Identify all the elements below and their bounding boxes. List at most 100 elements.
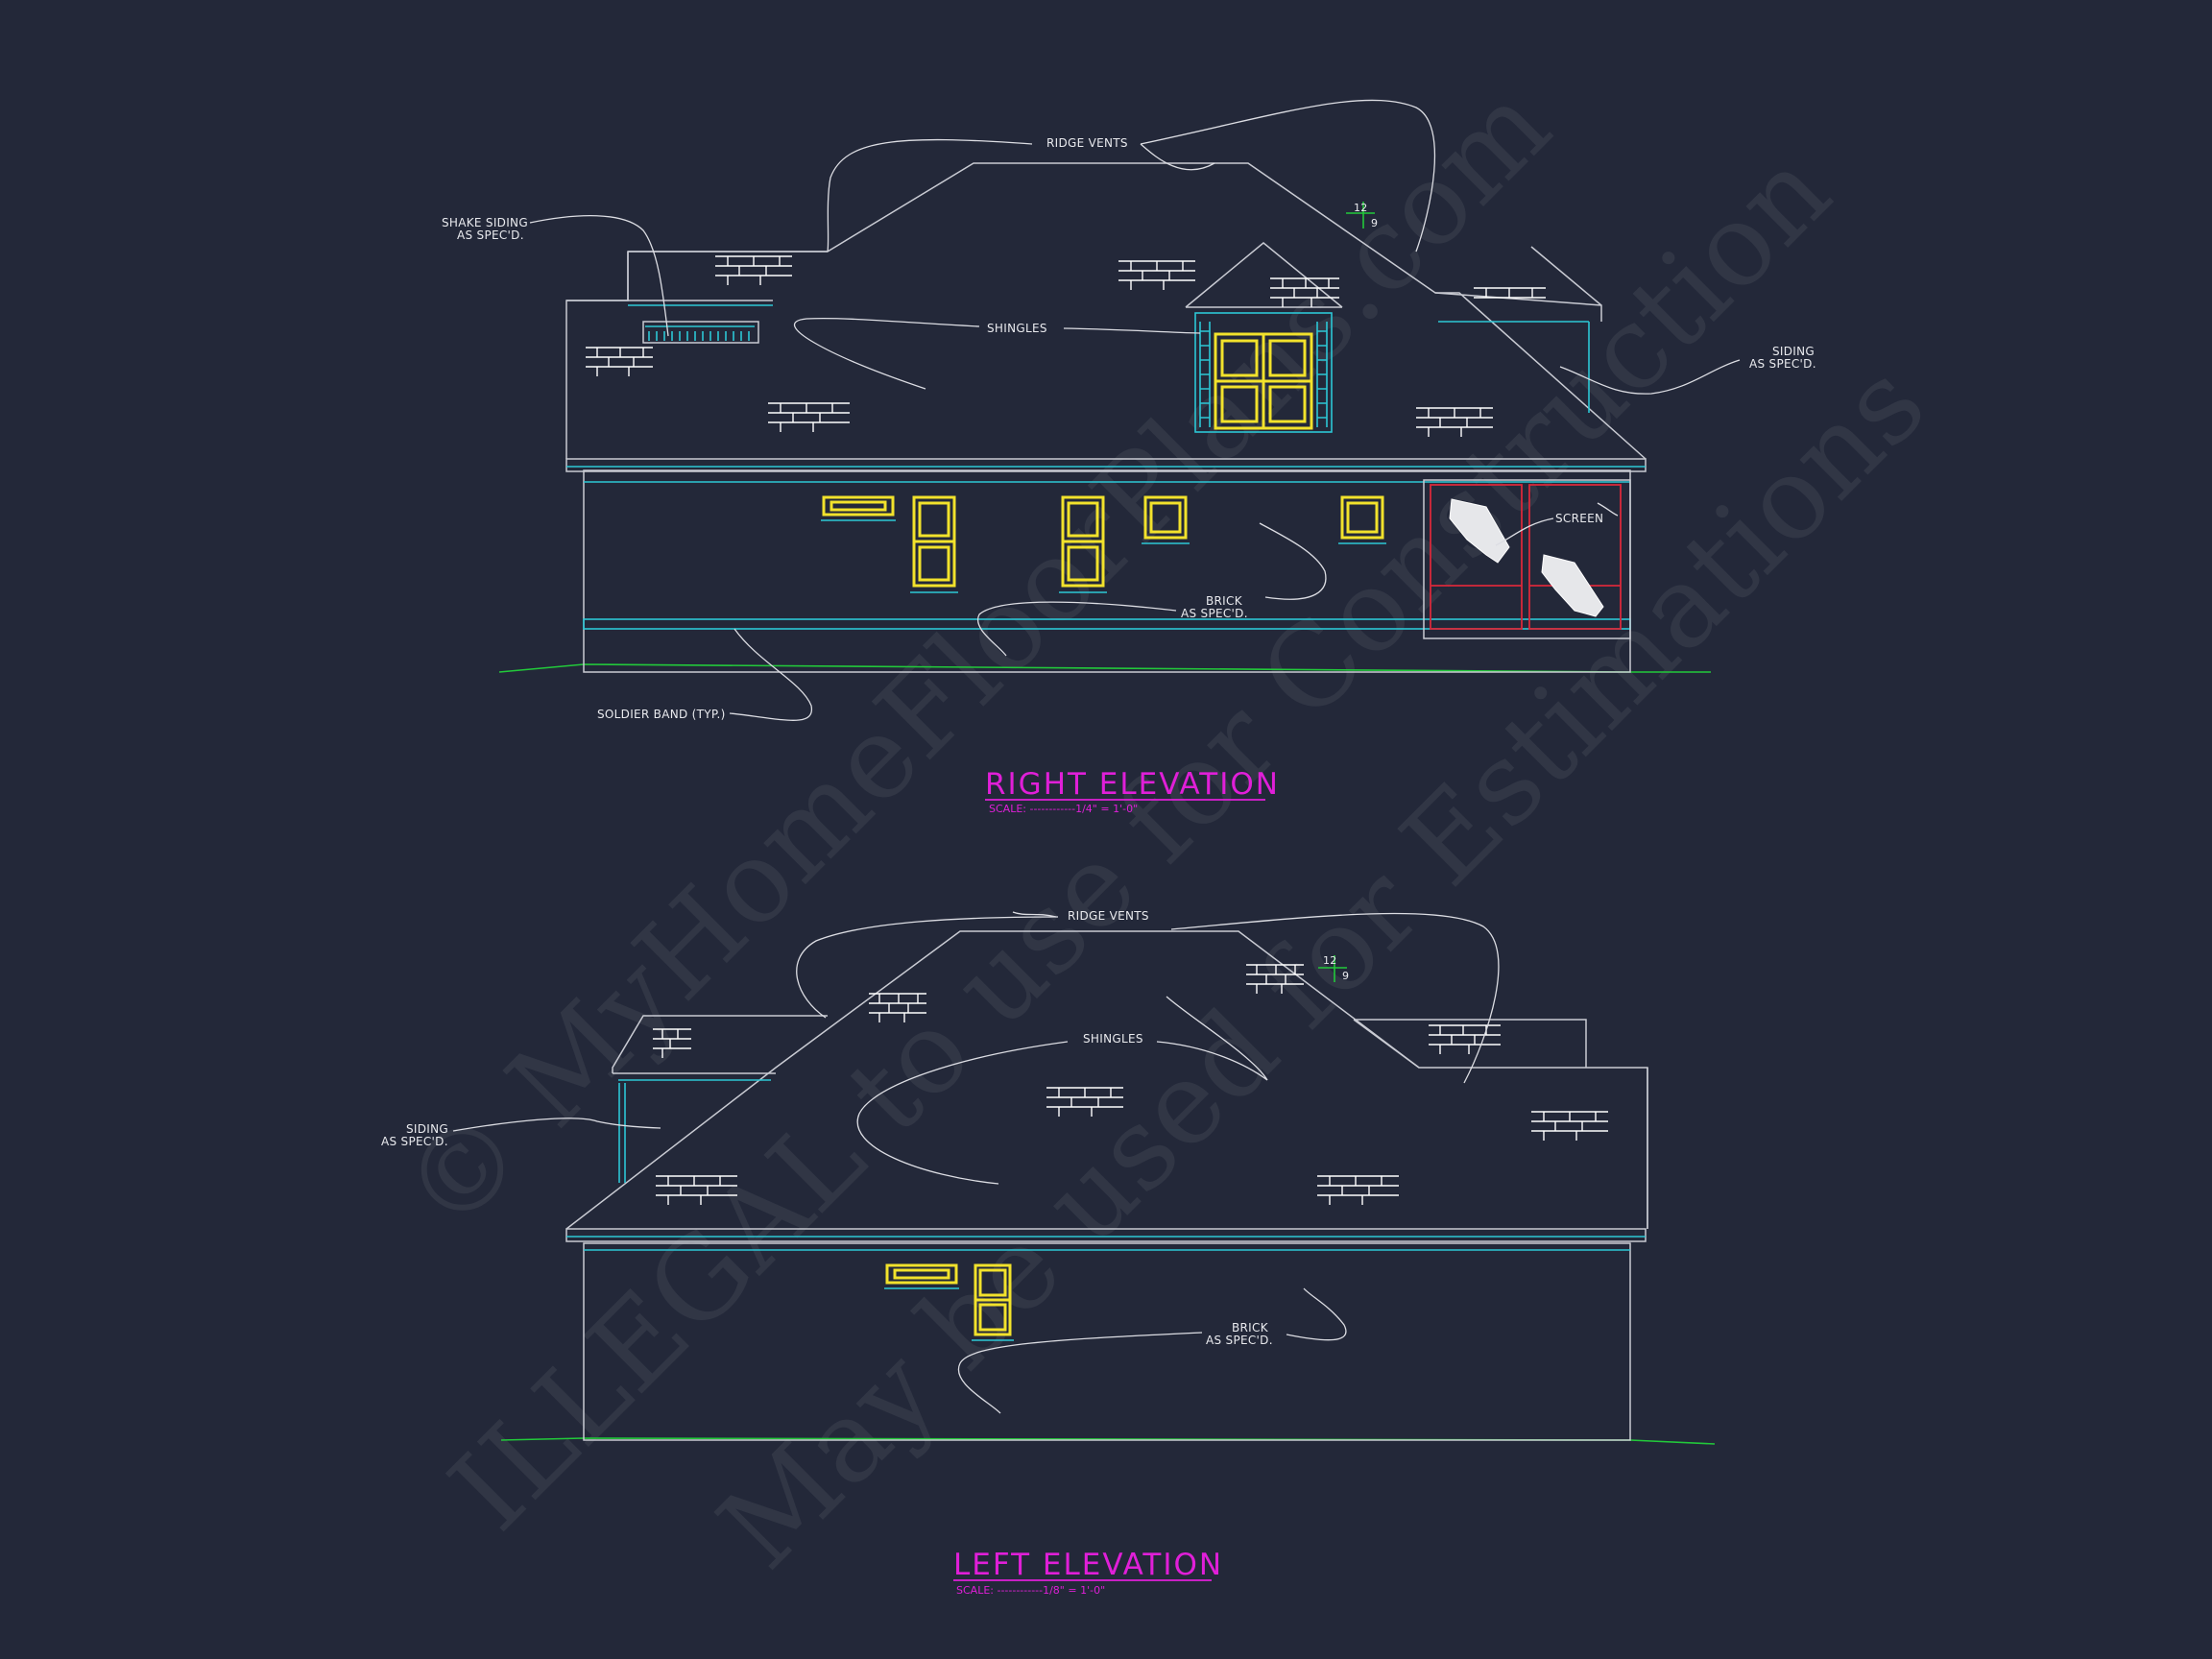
screen-break-symbol: [1449, 498, 1510, 564]
note-ridge-vents: RIDGE VENTS: [1046, 136, 1128, 150]
window-pane: [918, 545, 950, 582]
lower-wall: [583, 1242, 1631, 1441]
window-pane: [978, 1303, 1007, 1332]
leader-brick-left: [976, 601, 1177, 657]
note-shake-siding-2: AS SPEC'D.: [457, 228, 524, 242]
shake-siding-hatch: [645, 325, 755, 341]
grade-line: [498, 663, 1711, 673]
note-ridge-vents: RIDGE VENTS: [1068, 909, 1149, 923]
right-elevation-scale: SCALE: ------------1/4" = 1'-0": [989, 803, 1138, 815]
leader-shingles-right: [1063, 327, 1201, 334]
note-brick-1: BRICK: [1206, 594, 1243, 608]
leader-shingles-left: [856, 1041, 1069, 1185]
transom-window-pane: [893, 1268, 950, 1280]
transom-window: [885, 1263, 958, 1285]
dormer-window-mullions: [1215, 334, 1311, 428]
note-siding-1: SIDING: [406, 1122, 448, 1136]
pitch-run: 9: [1371, 217, 1378, 229]
leader-brick-left: [957, 1332, 1203, 1414]
brick-hatch-symbols: [586, 255, 1546, 437]
watermark-line-2: ILLEGAL to use for Construction: [424, 125, 1855, 1555]
note-shake-siding-1: SHAKE SIDING: [442, 216, 528, 229]
leader-ridge-vents-right: [1170, 912, 1500, 1084]
left-lower-roof: [612, 1015, 828, 1073]
leader-soldier-band: [729, 628, 812, 721]
pitch-rise: 12: [1354, 202, 1368, 214]
note-brick-2: AS SPEC'D.: [1206, 1334, 1273, 1347]
left-elevation-drawing: 12 9 RIDGE VENTS S: [381, 909, 1716, 1597]
leader-screen-right: [1597, 502, 1619, 517]
right-elevation-drawing: 12 9: [442, 99, 1816, 815]
brick-symbol: [1118, 260, 1195, 290]
brick-symbol: [656, 1175, 737, 1205]
note-screen: SCREEN: [1555, 512, 1603, 525]
brick-symbol: [1270, 277, 1339, 307]
leader-ridge-vents-center: [1140, 143, 1215, 171]
leader-brick-right: [1286, 1287, 1347, 1341]
dormer-window-pane: [1268, 339, 1307, 377]
square-window: [1340, 495, 1384, 540]
leader-ridge-vents-left: [827, 138, 1033, 252]
brick-hatch-symbols: [653, 964, 1608, 1205]
leader-brick-right: [1259, 522, 1327, 600]
brick-symbol: [715, 255, 792, 285]
note-brick-2: AS SPEC'D.: [1181, 607, 1248, 620]
right-elevation-title: RIGHT ELEVATION: [985, 767, 1280, 802]
right-hip: [1353, 1019, 1420, 1069]
window-pane: [1067, 545, 1099, 582]
pitch-symbol: [1318, 955, 1347, 982]
right-roof-edge: [1434, 292, 1602, 306]
leader-ridge-vents-right: [1140, 99, 1436, 252]
main-eave: [565, 1228, 1647, 1242]
dormer-window-pane: [1268, 385, 1307, 423]
brick-symbol: [1531, 1111, 1608, 1141]
right-upper-roof: [1354, 1019, 1587, 1068]
pitch-run: 9: [1342, 970, 1349, 982]
leader-shingles-left: [793, 317, 980, 390]
window-pane: [1346, 501, 1379, 534]
note-siding-1: SIDING: [1772, 345, 1815, 358]
pitch-rise: 12: [1323, 954, 1337, 967]
brick-symbol: [869, 993, 926, 1022]
watermark-line-3: May be used for Estimations: [693, 337, 1950, 1594]
leader-ridge-vents-center: [1012, 911, 1057, 918]
brick-symbol: [653, 1028, 691, 1058]
brick-symbol: [1046, 1087, 1123, 1117]
screen-panel: [1528, 484, 1622, 630]
square-window: [1143, 495, 1188, 540]
leader-ridge-vents-left: [796, 916, 1059, 1019]
note-soldier-band: SOLDIER BAND (TYP.): [597, 708, 726, 721]
window-pane: [978, 1268, 1007, 1297]
screen-panel: [1430, 484, 1523, 630]
transom-window: [822, 495, 895, 517]
transom-window-pane: [830, 500, 887, 512]
window-pane: [918, 501, 950, 538]
brick-symbol: [1474, 287, 1546, 299]
screen-porch: [1423, 479, 1631, 639]
grade-line: [500, 1437, 1716, 1445]
left-elevation-scale: SCALE: ------------1/8" = 1'-0": [956, 1584, 1105, 1597]
note-shingles: SHINGLES: [1083, 1032, 1143, 1046]
main-eave: [565, 458, 1647, 472]
dormer-shake: [1199, 322, 1328, 427]
window-pane: [1067, 501, 1099, 538]
note-shingles: SHINGLES: [987, 322, 1047, 335]
note-siding-2: AS SPEC'D.: [381, 1135, 448, 1148]
note-siding-2: AS SPEC'D.: [1749, 357, 1816, 371]
shake-siding-band: [642, 321, 759, 344]
dormer-wall: [1194, 312, 1333, 433]
pitch-symbol: [1346, 202, 1375, 228]
leader-shingles-right: [1156, 996, 1268, 1081]
dormer-roof: [1185, 242, 1343, 308]
note-brick-1: BRICK: [1232, 1321, 1269, 1334]
brick-symbol: [1416, 407, 1493, 437]
brick-symbol: [1317, 1175, 1399, 1205]
brick-symbol: [768, 402, 850, 432]
dormer-window-pane: [1220, 385, 1259, 423]
screen-break-symbol: [1541, 554, 1604, 617]
brick-symbol: [586, 347, 653, 376]
left-elevation-title: LEFT ELEVATION: [953, 1548, 1223, 1582]
leader-screen-left: [1495, 517, 1554, 546]
dormer-window-pane: [1220, 339, 1259, 377]
